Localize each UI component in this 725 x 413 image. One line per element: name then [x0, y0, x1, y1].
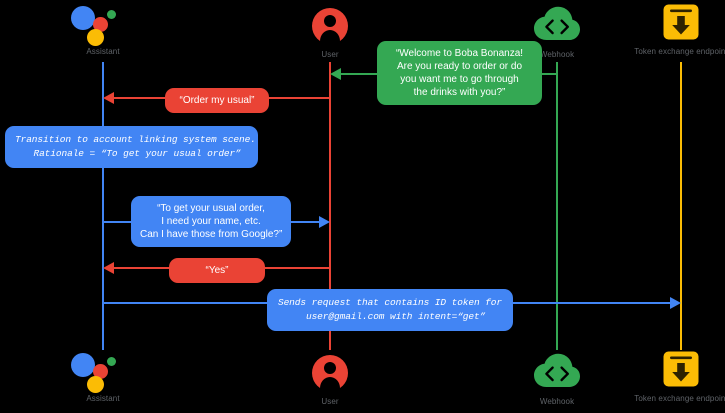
actor-assistant-top[interactable]: Assistant [43, 2, 163, 57]
message-yes-line1: “Yes” [205, 265, 229, 276]
arrow-head-sends-request [670, 297, 681, 309]
actor-label-webhook: Webhook [539, 397, 575, 406]
cloud-code-svg [534, 353, 580, 387]
actor-user-bottom[interactable]: User [270, 352, 390, 407]
arrow-head-need-your-name [319, 216, 330, 228]
arrow-head-welcome [330, 68, 341, 80]
lifeline-webhook [556, 62, 558, 350]
lifeline-user [329, 62, 331, 350]
assistant-dot-blue [71, 6, 95, 30]
token-label-line2: endpoint [696, 394, 725, 403]
actor-user-top[interactable]: User [270, 5, 390, 60]
download-box-svg [663, 4, 699, 40]
message-need-your-name-line1: “To get your usual order, [157, 203, 265, 214]
note-transition-line1: Transition to account linking system sce… [15, 134, 256, 145]
message-welcome-line2: Are you ready to order or do [396, 61, 523, 72]
user-avatar-body [320, 30, 340, 46]
actor-label-assistant: Assistant [86, 47, 120, 56]
download-box-icon [621, 349, 725, 391]
message-need-your-name: “To get your usual order, I need your na… [131, 196, 291, 247]
arrow-head-order-my-usual [103, 92, 114, 104]
message-yes: “Yes” [169, 258, 265, 283]
token-label-line1: Token exchange [634, 394, 694, 403]
download-box-icon [621, 2, 725, 44]
user-avatar-body [320, 377, 340, 393]
assistant-dot-red [93, 17, 108, 32]
user-avatar-head [324, 362, 336, 374]
google-assistant-icon [43, 349, 163, 393]
message-welcome-line4: the drinks with you?” [413, 87, 506, 98]
actor-label-token-endpoint: Token exchange endpoint [621, 47, 725, 57]
assistant-dot-blue [71, 353, 95, 377]
lifeline-assistant [102, 62, 104, 350]
cloud-code-icon [497, 352, 617, 394]
actor-label-assistant: Assistant [86, 394, 120, 403]
message-welcome-line3: you want me to go through [400, 74, 519, 85]
message-need-your-name-line3: Can I have those from Google?” [140, 229, 283, 240]
actor-token-endpoint-bottom[interactable]: Token exchange endpoint [621, 349, 725, 404]
actor-label-user: User [321, 50, 339, 59]
assistant-dot-yellow [87, 376, 104, 393]
cloud-code-svg [534, 6, 580, 41]
user-avatar-icon [270, 5, 390, 47]
actor-token-endpoint-top[interactable]: Token exchange endpoint [621, 2, 725, 57]
message-welcome: “Welcome to Boba Bonanza! Are you ready … [377, 41, 542, 105]
note-sends-request-line1: Sends request that contains ID token for [277, 297, 503, 308]
user-avatar-icon [270, 352, 390, 394]
arrow-head-yes [103, 262, 114, 274]
message-order-my-usual: “Order my usual” [165, 88, 269, 113]
note-transition: Transition to account linking system sce… [5, 126, 258, 168]
download-box-svg [663, 351, 699, 387]
actor-webhook-bottom[interactable]: Webhook [497, 352, 617, 407]
cloud-code-icon [497, 5, 617, 47]
assistant-dot-green [107, 10, 116, 19]
actor-assistant-bottom[interactable]: Assistant [43, 349, 163, 404]
assistant-dot-red [93, 364, 108, 379]
message-welcome-line1: “Welcome to Boba Bonanza! [395, 48, 524, 59]
actor-label-webhook: Webhook [539, 50, 575, 59]
note-sends-request: Sends request that contains ID token for… [267, 289, 513, 331]
user-avatar-head [324, 15, 336, 27]
token-label-line2: endpoint [696, 47, 725, 56]
actor-label-user: User [321, 397, 339, 406]
message-need-your-name-line2: I need your name, etc. [161, 216, 261, 227]
assistant-dot-green [107, 357, 116, 366]
note-transition-line2: Rationale = “To get your usual order” [22, 148, 241, 159]
message-order-my-usual-line1: “Order my usual” [179, 95, 255, 106]
assistant-dot-yellow [87, 29, 104, 46]
google-assistant-icon [43, 2, 163, 46]
lifeline-token-endpoint [680, 62, 682, 350]
actor-label-token-endpoint: Token exchange endpoint [621, 394, 725, 404]
note-sends-request-line2: user@gmail.com with intent=“get” [294, 311, 486, 322]
token-label-line1: Token exchange [634, 47, 694, 56]
actor-webhook-top[interactable]: Webhook [497, 5, 617, 60]
